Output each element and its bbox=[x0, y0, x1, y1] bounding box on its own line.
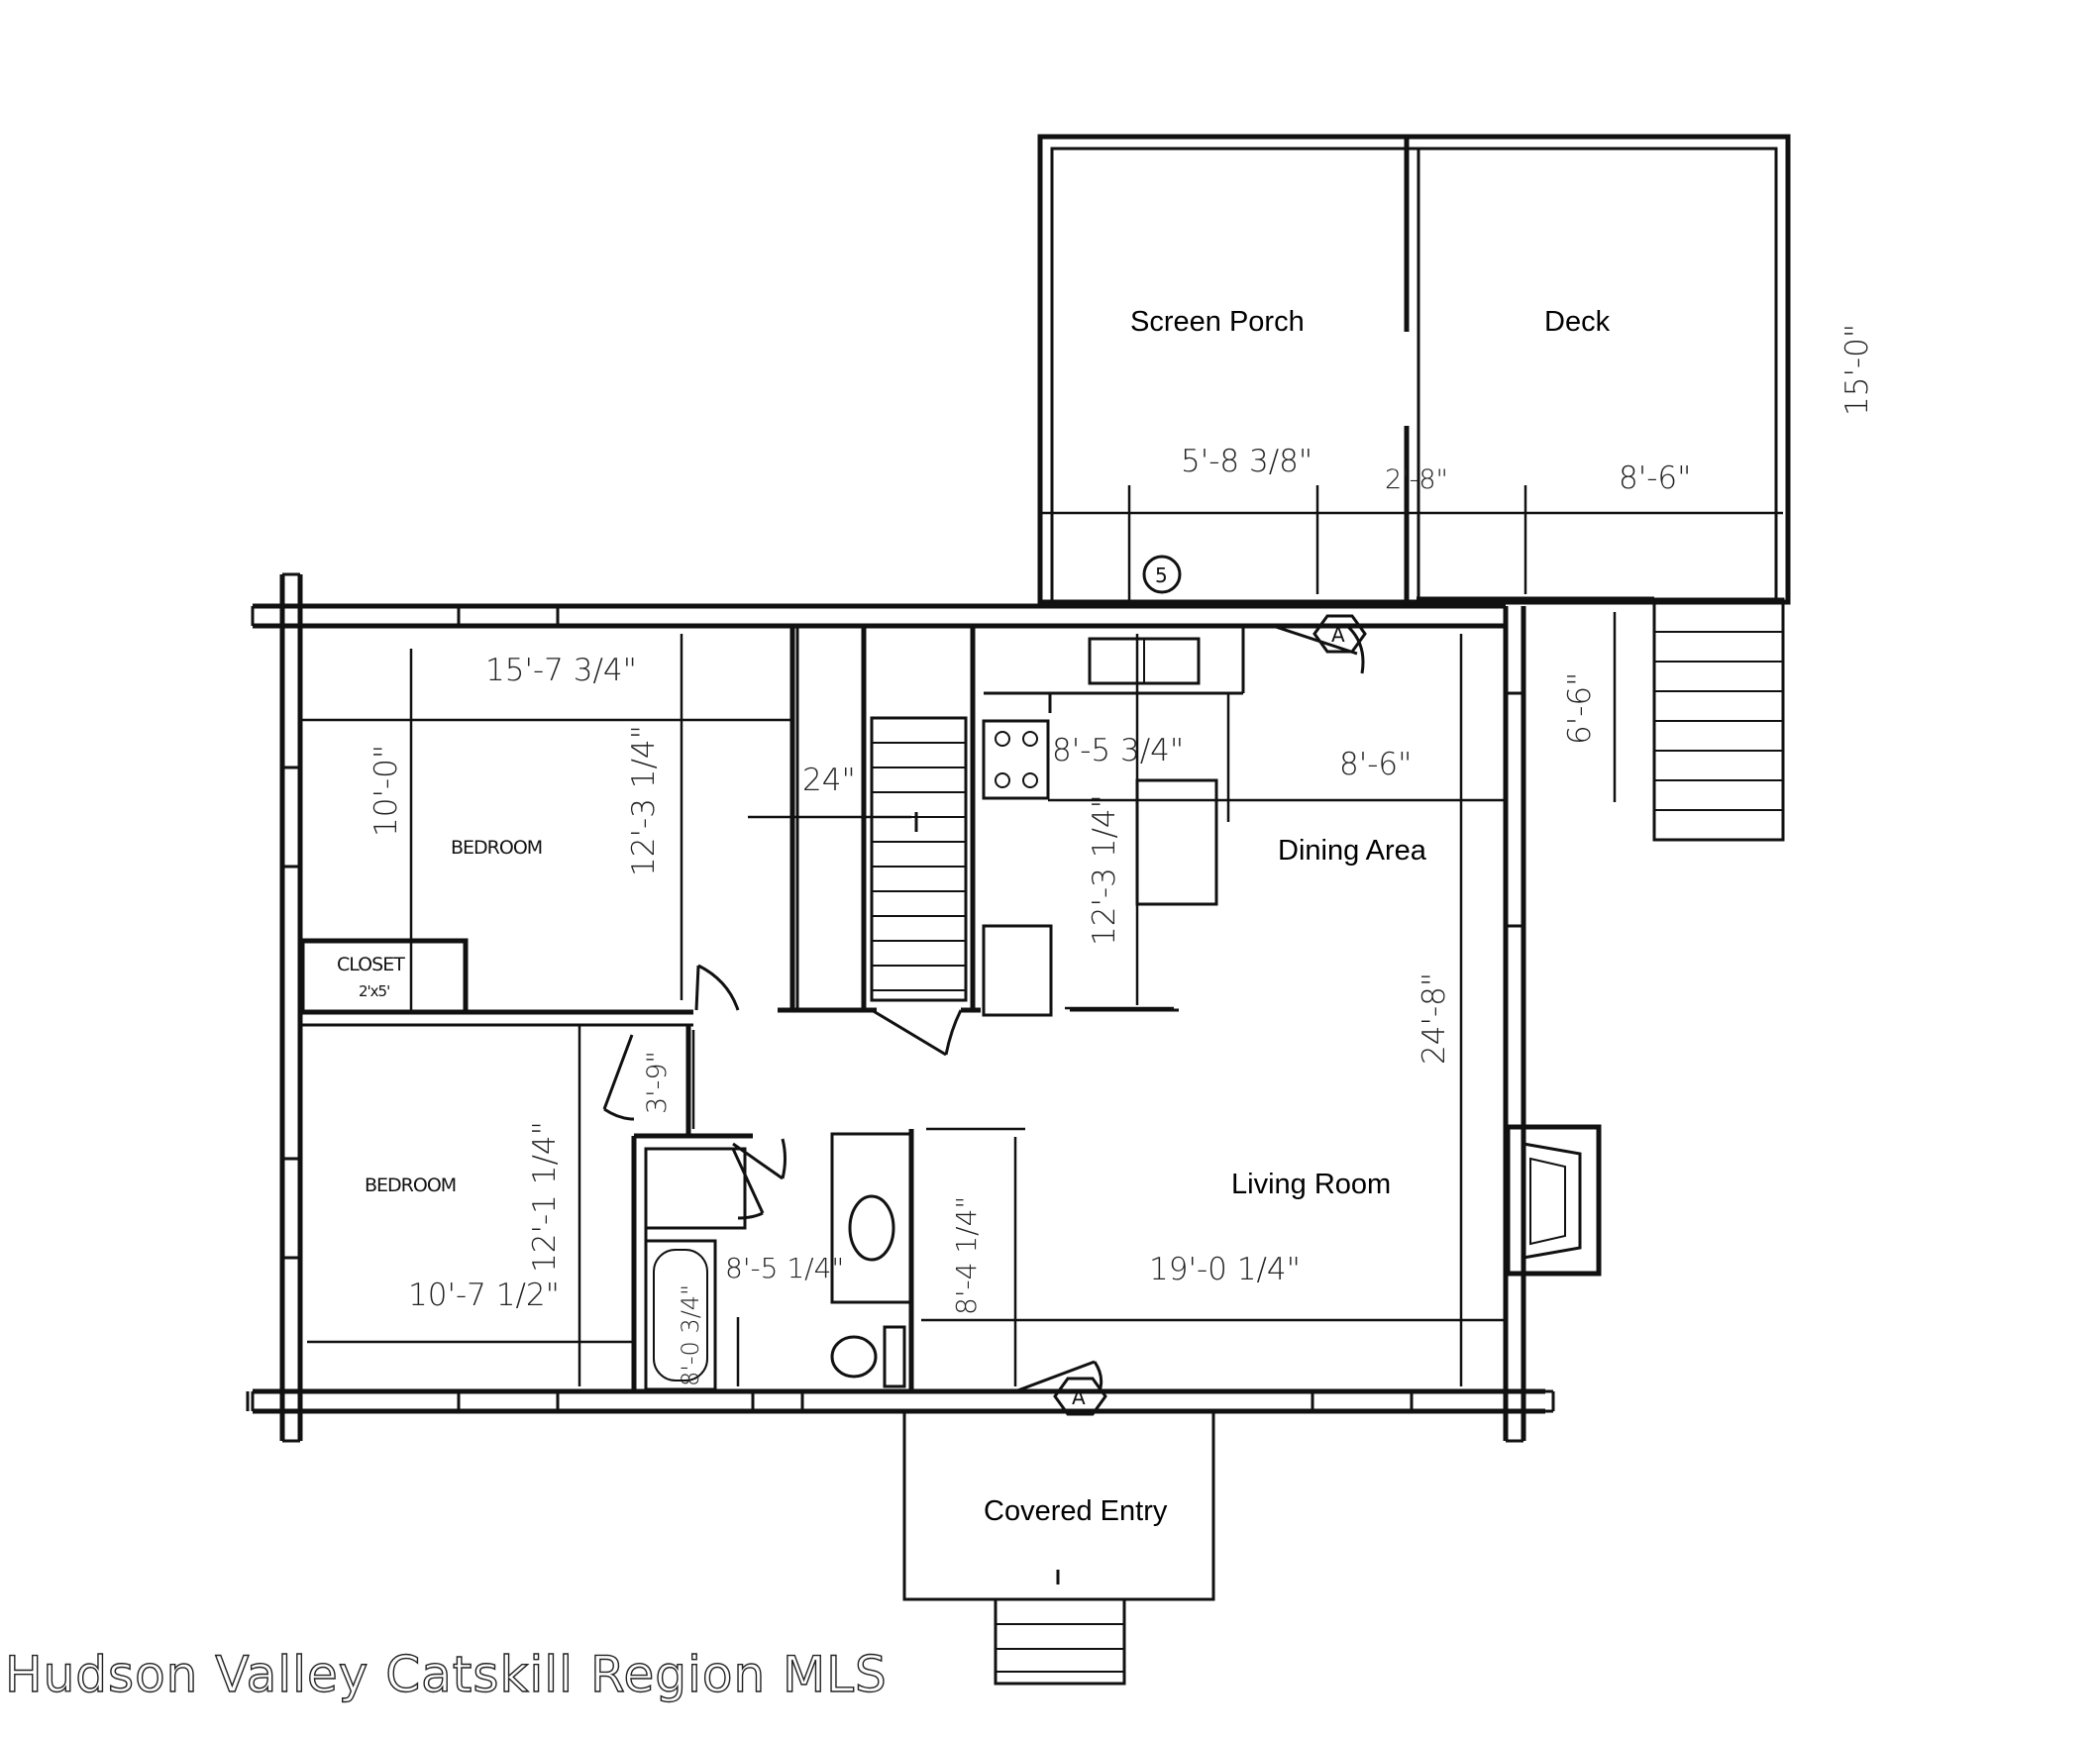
dim-porch-door: 2'-8" bbox=[1385, 464, 1448, 495]
deck-stairs bbox=[1652, 597, 1785, 842]
dimension-lines bbox=[302, 485, 1783, 1386]
svg-text:A: A bbox=[1072, 1385, 1086, 1409]
bathtub bbox=[644, 1239, 717, 1391]
dim-stair-run: 6'-6" bbox=[1562, 672, 1598, 745]
covered-entry bbox=[902, 1409, 1215, 1686]
fireplace bbox=[1505, 1124, 1602, 1277]
dim-bedroom1-width: 15'-7 3/4" bbox=[485, 653, 637, 688]
washer bbox=[644, 1147, 747, 1230]
dim-porch-width: 5'-8 3/8" bbox=[1181, 444, 1312, 479]
mls-watermark: Hudson Valley Catskill Region MLS bbox=[5, 1646, 888, 1703]
dim-living-width: 19'-0 1/4" bbox=[1149, 1252, 1301, 1287]
dim-bath-tub: 8'-0 3/4" bbox=[677, 1284, 704, 1386]
dim-bath-depth: 8'-4 1/4" bbox=[950, 1196, 983, 1315]
dim-stair-length: 12'-3 1/4" bbox=[626, 725, 662, 876]
label-living-room: Living Room bbox=[1231, 1169, 1391, 1200]
dim-living-depth: 24'-8" bbox=[1417, 972, 1452, 1065]
dim-bath-width: 8'-5 1/4" bbox=[725, 1252, 844, 1284]
closet-size-label: 2'x5' bbox=[359, 982, 389, 1000]
window-tag-5: 5 bbox=[1142, 555, 1182, 594]
vanity bbox=[830, 1132, 913, 1304]
door-tag-a-bottom: A bbox=[1053, 1377, 1107, 1416]
dim-deck-depth: 15'-0" bbox=[1839, 324, 1875, 416]
closet-label: CLOSET bbox=[337, 954, 405, 975]
dim-kitchen-depth: 12'-3 1/4" bbox=[1087, 794, 1122, 946]
label-bedroom-1: BEDROOM bbox=[451, 837, 542, 859]
label-dining-area: Dining Area bbox=[1278, 835, 1427, 867]
svg-text:5: 5 bbox=[1155, 563, 1168, 587]
dim-kitchen-width: 8'-5 3/4" bbox=[1052, 733, 1184, 768]
dim-dining-width: 8'-6" bbox=[1339, 747, 1412, 782]
stove bbox=[982, 719, 1050, 800]
dim-bedroom1-depth: 10'-0" bbox=[368, 745, 404, 837]
label-screen-porch: Screen Porch bbox=[1130, 306, 1305, 338]
dim-bedroom2-width: 10'-7 1/2" bbox=[408, 1278, 560, 1313]
dim-bedroom2-depth: 12'-1 1/4" bbox=[527, 1121, 563, 1273]
label-deck: Deck bbox=[1544, 306, 1611, 338]
dim-hall-depth: 3'-9" bbox=[642, 1051, 673, 1114]
interior-stairs bbox=[870, 716, 968, 1002]
label-covered-entry: Covered Entry bbox=[984, 1495, 1168, 1527]
bathroom bbox=[644, 1132, 913, 1391]
label-bedroom-2: BEDROOM bbox=[365, 1175, 456, 1196]
svg-text:A: A bbox=[1331, 623, 1345, 647]
dim-deck-width: 8'-6" bbox=[1619, 460, 1691, 496]
toilet bbox=[830, 1335, 878, 1379]
screen-porch-and-deck bbox=[1037, 134, 1791, 606]
dim-hall-width: 24" bbox=[802, 763, 856, 798]
door-tag-a-top: A bbox=[1312, 614, 1367, 654]
